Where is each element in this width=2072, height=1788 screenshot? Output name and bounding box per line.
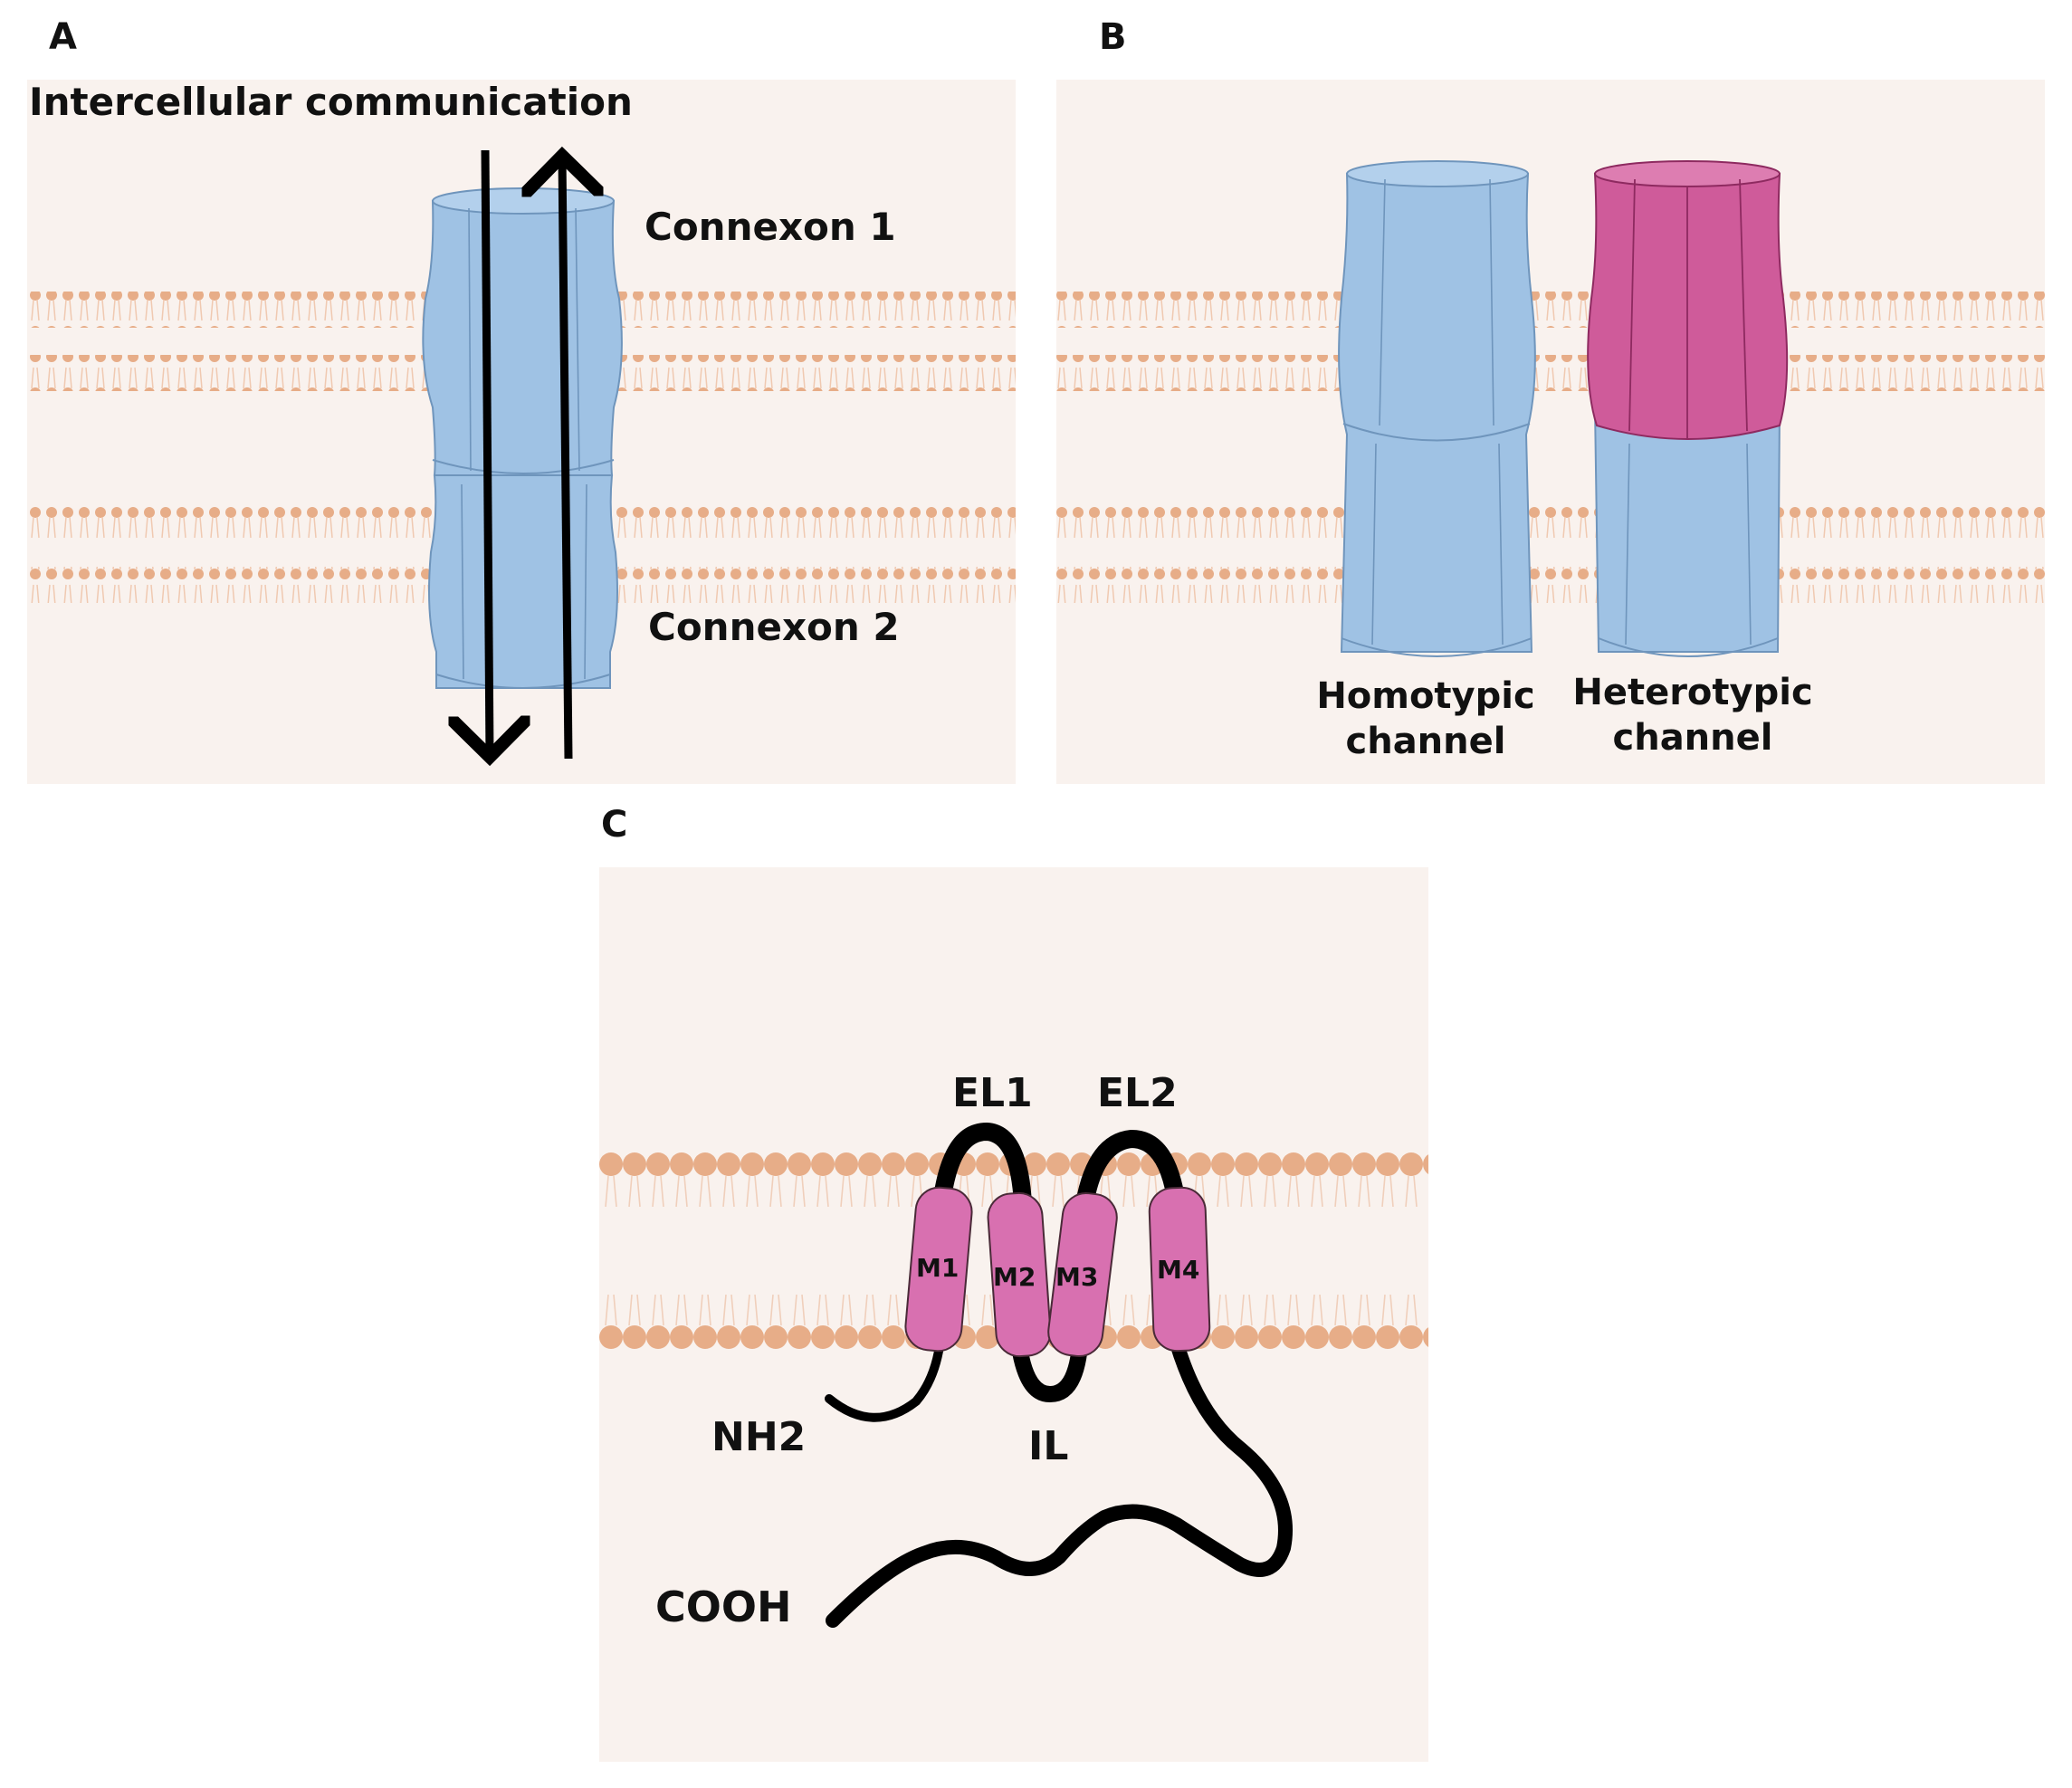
segment-m4-label: M4	[1157, 1255, 1200, 1285]
segment-m1-label: M1	[916, 1253, 960, 1283]
segment-m2-label: M2	[993, 1262, 1036, 1292]
el2-label: EL2	[1097, 1070, 1178, 1116]
heterotypic-channel	[1587, 160, 1789, 657]
connexin-polypeptide-chain	[825, 1122, 1293, 1628]
connexon-2-ridge-right	[584, 483, 587, 680]
connexon-1-top	[432, 187, 615, 215]
segment-m3-label: M3	[1055, 1262, 1099, 1292]
panel-a-letter: A	[49, 16, 77, 58]
connexon-1-ridge-right	[575, 207, 580, 472]
panel-b-lower-membrane-inner	[1056, 567, 2045, 603]
connexon-2-label: Connexon 2	[648, 605, 900, 649]
homotypic-channel-label: Homotypic channel	[1294, 674, 1557, 764]
el2-loop	[1075, 1129, 1186, 1213]
connexon-1-label: Connexon 1	[645, 205, 896, 249]
segment-m3-shape	[1047, 1191, 1118, 1358]
homotypic-channel	[1338, 160, 1536, 657]
panel-a-arrows	[485, 150, 568, 759]
arrow-down	[485, 149, 490, 757]
il-loop	[1009, 1323, 1089, 1403]
panel-c-letter: C	[601, 804, 628, 846]
segment-m4-shape	[1148, 1186, 1211, 1353]
arrow-up	[562, 156, 568, 760]
homotypic-label-line-1: Homotypic	[1316, 675, 1535, 717]
il-label: IL	[1028, 1423, 1069, 1469]
panel-b-lower-membrane-outer	[1056, 505, 2045, 541]
connexon-1-shape	[422, 200, 623, 476]
el1-loop	[932, 1122, 1032, 1213]
homotypic-label-line-2: channel	[1345, 721, 1506, 762]
connexon-2-bottom	[435, 674, 611, 689]
cooh-label: COOH	[655, 1582, 792, 1631]
cooh-tail	[826, 1324, 1293, 1628]
connexon-junction	[432, 459, 615, 474]
nh2-tail	[825, 1326, 946, 1422]
intercellular-communication-label: Intercellular communication	[29, 80, 633, 124]
heterotypic-channel-label: Heterotypic channel	[1557, 670, 1829, 760]
panel-b-membranes	[1056, 292, 2045, 603]
connexon-2-ridge-left	[461, 483, 464, 680]
heterotypic-label-line-1: Heterotypic	[1572, 672, 1813, 713]
connexon-2-shape	[428, 474, 618, 689]
panel-b-upper-membrane-outer	[1056, 292, 2045, 328]
segment-m1-shape	[904, 1186, 973, 1353]
el1-label: EL1	[952, 1070, 1033, 1116]
panel-b-upper-membrane-inner	[1056, 355, 2045, 391]
heterotypic-label-line-2: channel	[1612, 717, 1773, 759]
connexon-1-ridge-left	[468, 207, 472, 472]
nh2-label: NH2	[711, 1414, 807, 1460]
panel-a-gap-junction-channel	[422, 187, 623, 689]
transmembrane-segments	[904, 1186, 1211, 1358]
panel-b-background	[1056, 80, 2045, 784]
panel-b-letter: B	[1099, 16, 1127, 58]
segment-m2-shape	[987, 1191, 1052, 1358]
